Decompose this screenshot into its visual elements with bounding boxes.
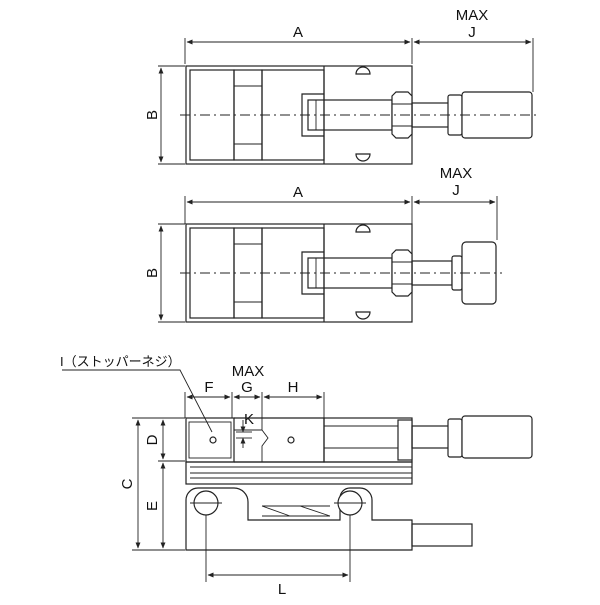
label-A-top: A [293, 24, 303, 41]
label-J-middle: J [452, 182, 460, 199]
label-A-middle: A [293, 184, 303, 201]
label-B-middle: B [144, 268, 161, 278]
label-J-top: J [468, 24, 476, 41]
label-max-middle: MAX [440, 165, 473, 182]
label-B-top: B [144, 110, 161, 120]
label-max-top: MAX [456, 7, 489, 24]
label-D: D [144, 434, 161, 445]
label-C: C [119, 478, 136, 489]
label-H: H [288, 379, 299, 396]
label-E: E [144, 501, 161, 511]
label-L: L [278, 581, 286, 598]
label-G: G [241, 379, 253, 396]
stopper-screw-note: I（ストッパーネジ） [60, 354, 181, 369]
label-K: K [244, 411, 254, 428]
label-F: F [204, 379, 213, 396]
top-view-2: A MAX J B [144, 165, 502, 323]
side-view: I（ストッパーネジ） MAX F G H K C D E L [60, 354, 533, 598]
label-max-side: MAX [232, 363, 265, 380]
top-view-1: A MAX J B [144, 7, 538, 165]
